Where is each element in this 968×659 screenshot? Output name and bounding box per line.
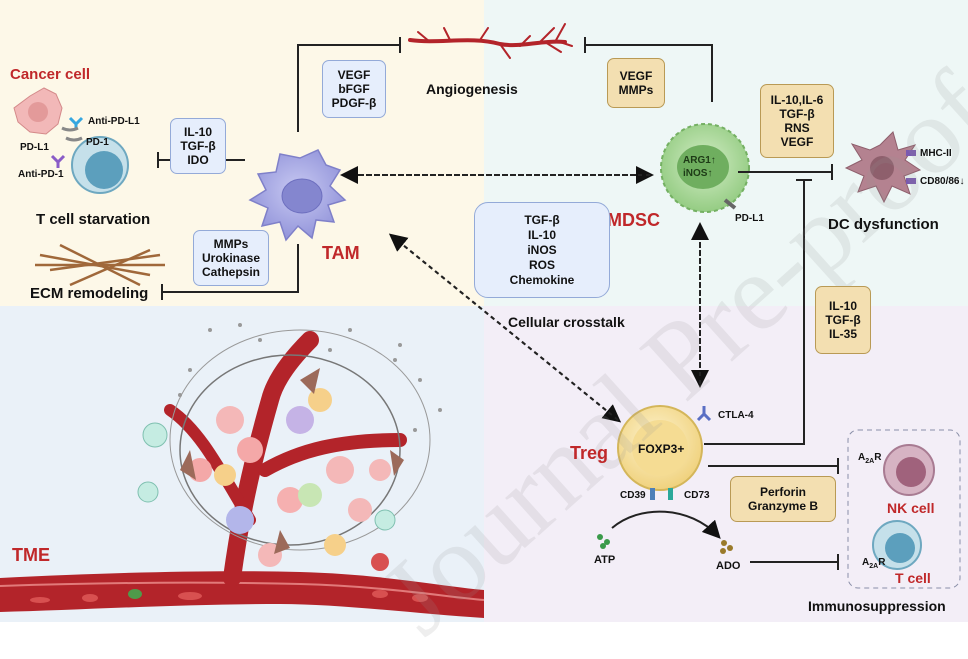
tme-label: TME — [12, 545, 50, 565]
pd-l1-label: PD-L1 — [20, 142, 49, 153]
cellular-crosstalk-label: Cellular crosstalk — [508, 314, 625, 330]
diagram-graphics — [0, 0, 968, 622]
tam-label: TAM — [322, 243, 360, 263]
treg-icon — [617, 405, 712, 500]
cd39-label: CD39 — [620, 490, 646, 501]
tumor-microenvironment-illustration — [0, 323, 485, 618]
atp-icon — [597, 534, 610, 549]
mdsc-icon — [660, 123, 750, 213]
ecm-remodeling-label: ECM remodeling — [30, 285, 149, 302]
anti-pd-1-icon — [50, 154, 66, 168]
cancer-cell-label: Cancer cell — [10, 66, 91, 83]
anti-pd-1-label: Anti-PD-1 — [18, 169, 64, 180]
nk-cell-icon — [883, 444, 935, 496]
angiogenesis-label: Angiogenesis — [426, 81, 518, 97]
blood-vessel-icon — [408, 23, 573, 59]
pd-l1-mdsc-label: PD-L1 — [735, 213, 764, 224]
inos-label: iNOS↑ — [683, 168, 713, 179]
ado-icon — [720, 540, 733, 554]
cd73-label: CD73 — [684, 490, 710, 501]
immunosuppression-label: Immunosuppression — [808, 598, 946, 614]
treg-label: Treg — [570, 443, 609, 463]
connectors — [157, 37, 839, 570]
anti-pd-l1-label: Anti-PD-L1 — [88, 116, 140, 127]
crosstalk-arrows — [340, 166, 709, 423]
ecm-fibers-icon — [35, 243, 165, 287]
dendritic-cell-icon — [844, 131, 922, 204]
t-cell-starvation-label: T cell starvation — [36, 211, 151, 228]
arg1-label: ARG1↑ — [683, 155, 716, 166]
tam-icon — [248, 149, 347, 242]
pd-1-label: PD-1 — [86, 137, 109, 148]
mhc-ii-label: MHC-II — [920, 148, 952, 159]
ctla-4-label: CTLA-4 — [718, 410, 754, 421]
a2ar-t-label: A2AR — [862, 557, 886, 570]
t-cell-small-icon — [872, 520, 922, 570]
atp-label: ATP — [594, 554, 616, 566]
dc-dysfunction-label: DC dysfunction — [828, 216, 939, 233]
nk-cell-label: NK cell — [887, 500, 935, 516]
mdsc-label: MDSC — [607, 210, 660, 230]
cancer-cell-icon — [13, 87, 63, 135]
foxp3-label: FOXP3+ — [638, 442, 685, 456]
cd80-86-label: CD80/86↓ — [920, 176, 965, 187]
ado-label: ADO — [716, 560, 741, 572]
immunosuppression-box — [847, 429, 961, 589]
t-cell-icon — [71, 136, 129, 194]
t-cell-label: T cell — [895, 570, 931, 586]
a2ar-nk-label: A2AR — [858, 452, 882, 465]
